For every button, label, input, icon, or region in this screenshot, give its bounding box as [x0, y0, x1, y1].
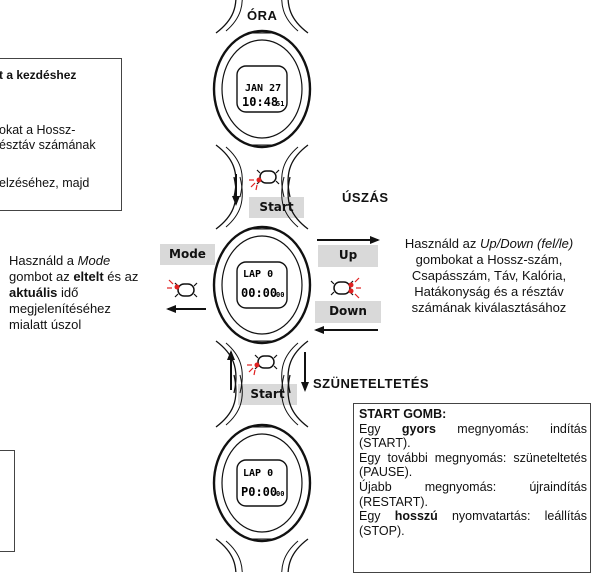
watch-bottom-line1: LAP 0 [243, 468, 273, 479]
start-button-info-box [353, 403, 591, 573]
cropped-box-left [0, 450, 15, 552]
watch-top-line1: JAN 27 [245, 83, 281, 94]
uszas-heading: ÚSZÁS [342, 190, 389, 205]
start-info-short-press: Egy gyors megnyomás: indítás (START). [359, 421, 587, 451]
mode-label: Mode [160, 244, 215, 265]
start-info-third-press: Újabb megnyomás: újraindítás (RESTART). [359, 479, 587, 509]
start-button-info-text: START GOMB: Egy gyors megnyomás: indítás… [359, 407, 587, 538]
watch-top-seconds: 51 [276, 100, 284, 108]
start-instruction-title: t a kezdéshez [0, 68, 77, 82]
start-instruction-line-3: elzéséhez, majd [0, 176, 90, 190]
updown-button-icon [330, 277, 361, 299]
down-label: Down [315, 301, 381, 323]
ora-heading: ÓRA [247, 8, 278, 23]
watch-middle-line2: 00:00 [241, 286, 277, 300]
start-instruction-line-2: észtáv számának [0, 138, 96, 152]
start-button-icon-bottom [247, 354, 278, 376]
watch-middle-line1: LAP 0 [243, 269, 273, 280]
szuneteltetes-heading: SZÜNETELTETÉS [313, 376, 430, 391]
start-info-second-press: Egy további megnyomás: szüneteltetés (PA… [359, 450, 587, 480]
start-info-long-press: Egy hosszú nyomvatartás: leállítás (STOP… [359, 509, 587, 538]
start-button-icon-top [249, 169, 280, 191]
start-instruction-line-1: okat a Hossz- [0, 123, 76, 137]
updown-note: Használd az Up/Down (fel/le) gombokat a … [404, 236, 574, 315]
watch-bottom-seconds: 00 [276, 490, 284, 498]
up-label: Up [318, 245, 378, 267]
watch-middle-seconds: 00 [276, 291, 284, 299]
start-button-info-title: START GOMB: [359, 407, 447, 421]
watch-top-line2: 10:48 [242, 95, 278, 109]
start-instruction-box: t a kezdéshez okat a Hossz- észtáv számá… [0, 58, 122, 211]
mode-button-icon [167, 279, 198, 298]
watch-bottom-line2: P0:00 [241, 485, 277, 499]
mode-note: Használd a Mode gombot az eltelt és az a… [9, 253, 139, 332]
